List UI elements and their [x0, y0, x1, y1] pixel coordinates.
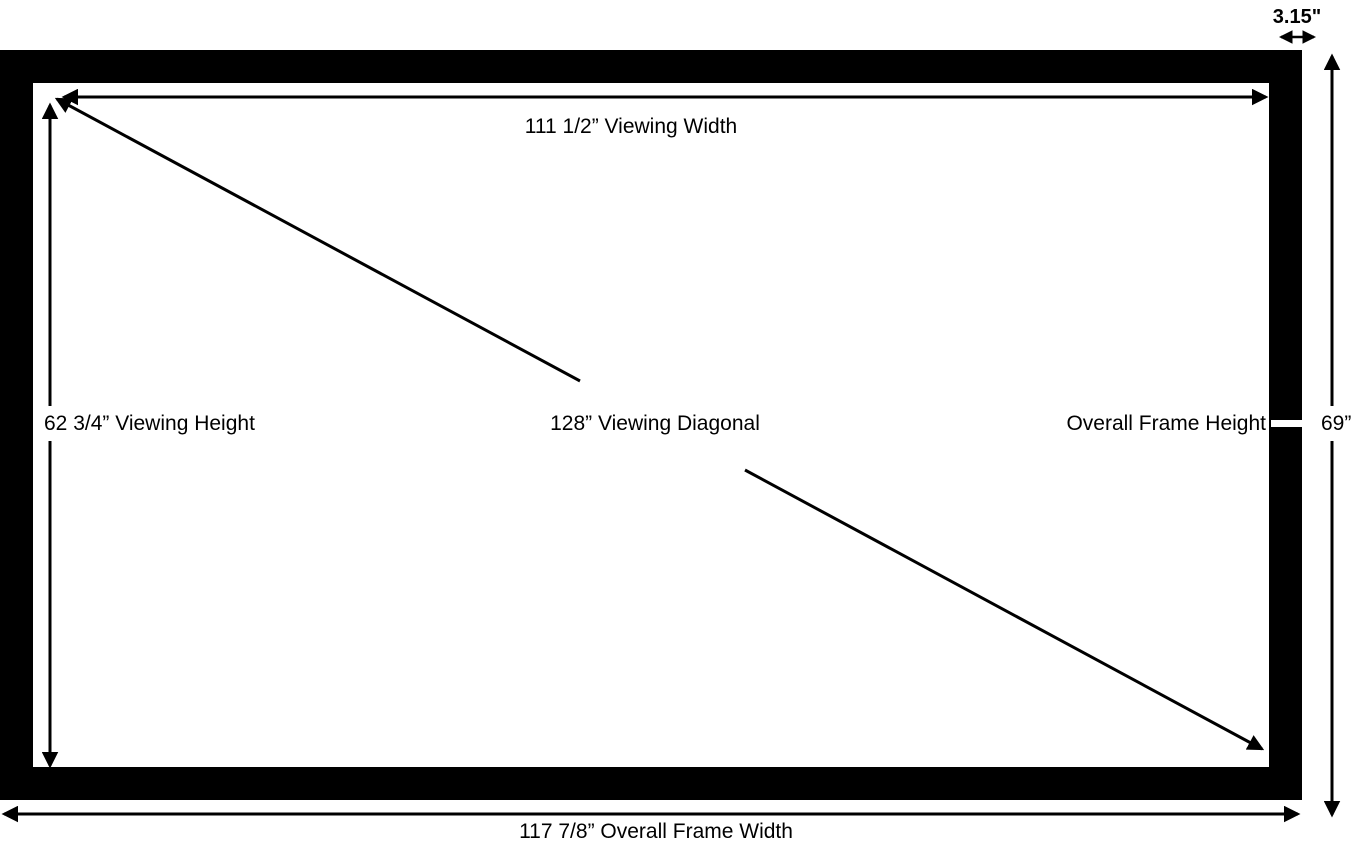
overall-frame-width-label: 117 7/8” Overall Frame Width [519, 820, 793, 843]
viewing-diagonal-label: 128” Viewing Diagonal [550, 412, 760, 435]
viewing-width-label: 111 1/2” Viewing Width [524, 115, 738, 138]
viewing-height-label: 62 3/4” Viewing Height [44, 412, 255, 435]
frame-border-width-label: 3.15" [1272, 6, 1322, 28]
overall-frame-height-value: 69” [1321, 412, 1352, 435]
overall-frame-height-label: Overall Frame Height [1066, 412, 1266, 435]
